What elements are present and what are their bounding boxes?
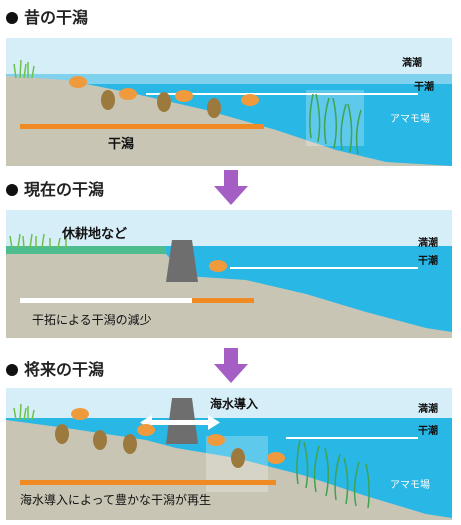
seagrass-icon bbox=[13, 59, 35, 79]
crab-icon bbox=[71, 408, 285, 464]
embankment-sluice bbox=[166, 240, 198, 282]
low-tide-label: 干潮 bbox=[418, 254, 438, 267]
restored-flat-bar bbox=[20, 480, 276, 485]
diagram-past: 満潮 干潮 アマモ場 干潟 bbox=[6, 38, 452, 166]
eelgrass-label: アマモ場 bbox=[390, 112, 430, 125]
mud-flat bbox=[6, 420, 452, 520]
bullet-icon bbox=[6, 12, 18, 24]
low-tide-label: 干潮 bbox=[414, 80, 434, 93]
lost-flat-bar bbox=[20, 298, 192, 303]
eelgrass-icon bbox=[296, 439, 370, 509]
tidal-flat-extent-bar bbox=[20, 124, 264, 129]
section-title-text: 昔の干潟 bbox=[24, 8, 89, 27]
eelgrass-label: アマモ場 bbox=[390, 478, 430, 491]
section-title-text: 将来の干潟 bbox=[24, 360, 105, 379]
bullet-icon bbox=[6, 364, 18, 376]
section-title-future: 将来の干潟 bbox=[6, 360, 104, 380]
low-tide-label: 干潮 bbox=[418, 424, 438, 437]
section-title-present: 現在の干潟 bbox=[6, 180, 104, 200]
crab-icon bbox=[69, 76, 259, 106]
clam-icon bbox=[101, 90, 221, 118]
high-tide-label: 満潮 bbox=[402, 56, 422, 69]
section-title-text: 現在の干潟 bbox=[24, 180, 105, 199]
loss-label: 干拓による干潟の減少 bbox=[32, 312, 152, 327]
high-tide-band bbox=[6, 74, 452, 84]
diagram-future: 海水導入 満潮 干潮 アマモ場 海水導入によって豊かな干潟が再生 bbox=[6, 388, 452, 520]
section-title-past: 昔の干潟 bbox=[6, 8, 88, 28]
tidal-flat-label: 干潟 bbox=[108, 136, 134, 152]
farmland-strip bbox=[6, 246, 166, 254]
seawater-inflow-label: 海水導入 bbox=[210, 396, 258, 411]
down-arrow-icon bbox=[214, 170, 248, 205]
panel-present-tidal-flat: 休耕地など 満潮 干潮 干拓による干潟の減少 bbox=[6, 210, 452, 338]
bullet-icon bbox=[6, 184, 18, 196]
mud-flat bbox=[6, 254, 452, 338]
diagram-present: 休耕地など 満潮 干潮 干拓による干潟の減少 bbox=[6, 210, 452, 338]
panel-past-tidal-flat: 満潮 干潮 アマモ場 干潟 bbox=[6, 38, 452, 166]
high-tide-label: 満潮 bbox=[418, 236, 438, 249]
down-arrow-icon bbox=[214, 348, 248, 383]
regeneration-label: 海水導入によって豊かな干潟が再生 bbox=[20, 492, 211, 507]
clam-icon bbox=[55, 424, 245, 468]
eelgrass-icon bbox=[309, 93, 362, 155]
panel-future-tidal-flat: 海水導入 満潮 干潮 アマモ場 海水導入によって豊かな干潟が再生 bbox=[6, 388, 452, 520]
seagrass-icon bbox=[13, 403, 35, 421]
farmland-label: 休耕地など bbox=[61, 226, 127, 242]
farmland-grass-icon bbox=[9, 233, 67, 249]
crab-icon bbox=[209, 260, 227, 272]
remaining-flat-bar bbox=[192, 298, 254, 303]
mud-flat bbox=[6, 76, 452, 166]
high-tide-label: 満潮 bbox=[418, 402, 438, 415]
